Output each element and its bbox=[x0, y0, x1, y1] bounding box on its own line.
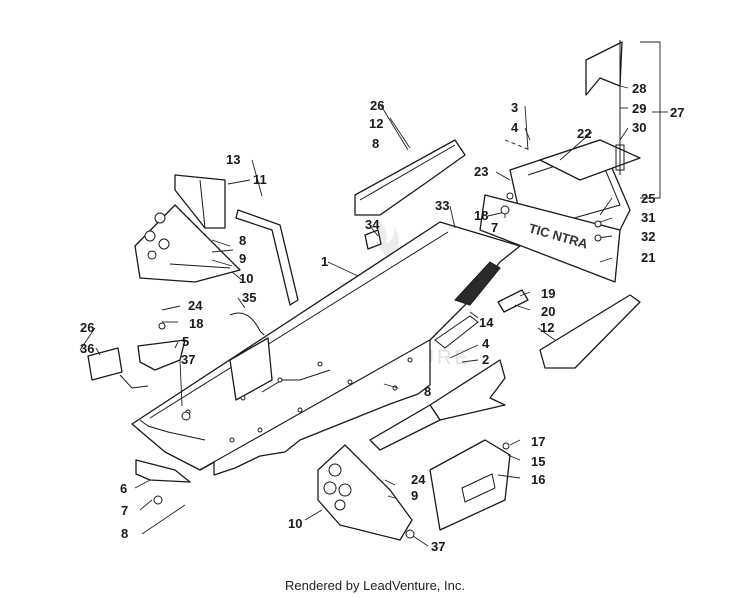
callout-37-left: 37 bbox=[181, 352, 195, 367]
callout-16: 16 bbox=[531, 472, 545, 487]
callout-25: 25 bbox=[641, 191, 655, 206]
callout-18-left: 18 bbox=[189, 316, 203, 331]
callout-18-upper: 18 bbox=[474, 208, 488, 223]
callout-4-top: 4 bbox=[511, 120, 519, 135]
callout-6: 6 bbox=[120, 481, 127, 496]
callout-19: 19 bbox=[541, 286, 555, 301]
callout-8-left: 8 bbox=[239, 233, 246, 248]
callout-30: 30 bbox=[632, 120, 646, 135]
fasteners bbox=[153, 192, 602, 539]
footer-credit: Rendered by LeadVenture, Inc. bbox=[285, 578, 465, 593]
callout-4-lower: 4 bbox=[482, 336, 490, 351]
left-plate-part-10 bbox=[134, 204, 241, 283]
callout-9-left: 9 bbox=[239, 251, 246, 266]
rail-part-12-upper bbox=[354, 139, 466, 216]
strut-part-13 bbox=[235, 209, 299, 306]
callout-11: 11 bbox=[253, 172, 267, 187]
callout-23: 23 bbox=[474, 164, 488, 179]
callout-20: 20 bbox=[541, 304, 555, 319]
callout-17: 17 bbox=[531, 434, 545, 449]
callout-24-left: 24 bbox=[188, 298, 203, 313]
callout-31: 31 bbox=[641, 210, 655, 225]
callout-2: 2 bbox=[482, 352, 489, 367]
callout-26-left: 26 bbox=[80, 320, 94, 335]
tunnel-part-1 bbox=[131, 221, 521, 476]
bracket-part-19 bbox=[497, 289, 529, 313]
callout-33: 33 bbox=[435, 198, 449, 213]
callout-7-lower: 7 bbox=[121, 503, 128, 518]
callout-36: 36 bbox=[80, 341, 94, 356]
step-part-6 bbox=[135, 459, 191, 483]
callout-12-upper: 12 bbox=[369, 116, 383, 131]
flag-part-28 bbox=[585, 40, 625, 175]
callout-29: 29 bbox=[632, 101, 646, 116]
callouts: 1 2 3 4 4 5 6 7 7 8 8 8 8 9 9 10 10 11 1… bbox=[80, 81, 684, 554]
cable-part-35 bbox=[229, 312, 265, 336]
callout-8-top: 8 bbox=[372, 136, 379, 151]
side-bracket-part-2 bbox=[369, 359, 506, 451]
lower-plate-part-10 bbox=[317, 444, 413, 541]
callout-32: 32 bbox=[641, 229, 655, 244]
callout-24-lower: 24 bbox=[411, 472, 426, 487]
rail-part-12-lower bbox=[539, 294, 641, 369]
module-part-36 bbox=[87, 347, 149, 389]
callout-8-center: 8 bbox=[424, 384, 431, 399]
callout-10-upper: 10 bbox=[239, 271, 253, 286]
callout-26-top: 26 bbox=[370, 98, 384, 113]
cover-part-15 bbox=[429, 439, 511, 531]
callout-8-bottom: 8 bbox=[121, 526, 128, 541]
flap-part-21: TIC NTRA bbox=[479, 194, 621, 283]
callout-15: 15 bbox=[531, 454, 545, 469]
callout-35: 35 bbox=[242, 290, 256, 305]
clamp-part-5 bbox=[137, 339, 186, 371]
callout-14: 14 bbox=[479, 315, 494, 330]
callout-3: 3 bbox=[511, 100, 518, 115]
callout-37-lower: 37 bbox=[431, 539, 445, 554]
bracket-part-11 bbox=[174, 174, 226, 229]
callout-13: 13 bbox=[226, 152, 240, 167]
callout-22: 22 bbox=[577, 126, 591, 141]
callout-12-lower: 12 bbox=[540, 320, 554, 335]
callout-5: 5 bbox=[182, 334, 189, 349]
callout-28: 28 bbox=[632, 81, 646, 96]
callout-27: 27 bbox=[670, 105, 684, 120]
callout-21: 21 bbox=[641, 250, 655, 265]
callout-1: 1 bbox=[321, 254, 328, 269]
callout-10-lower: 10 bbox=[288, 516, 302, 531]
callout-7-upper: 7 bbox=[491, 220, 498, 235]
callout-34: 34 bbox=[365, 217, 380, 232]
callout-9-lower: 9 bbox=[411, 488, 418, 503]
